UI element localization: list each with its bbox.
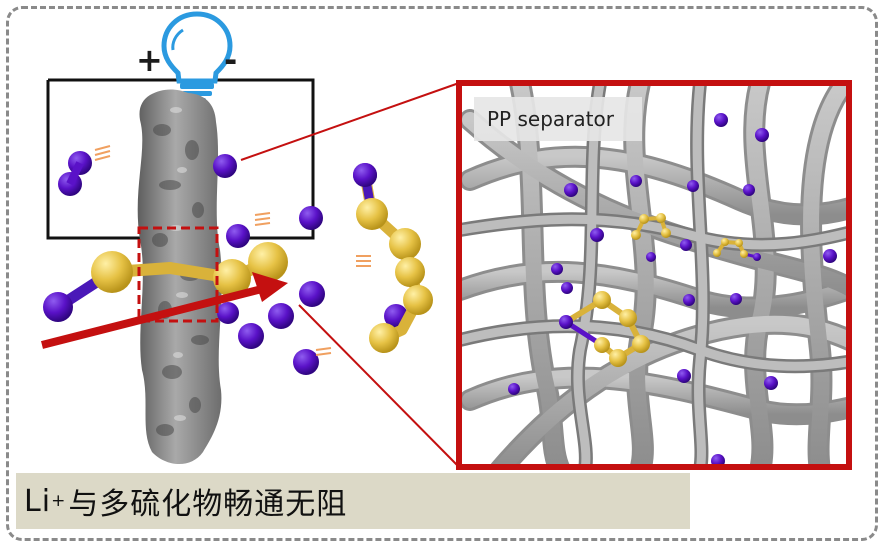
zoom-connector-top	[240, 82, 460, 161]
polysulfide-chain-right	[353, 163, 433, 353]
caption-text: 与多硫化物畅通无阻	[68, 487, 348, 522]
separator-inset	[456, 80, 852, 470]
caption-superscript: +	[51, 491, 67, 511]
motion-marks	[94, 145, 371, 356]
polysulfide-chain-left	[43, 242, 288, 322]
separator-label: PP separator	[474, 97, 642, 141]
caption-prefix: Li	[24, 483, 52, 519]
negative-terminal-label: -	[224, 41, 238, 79]
transport-arrow	[41, 272, 288, 349]
zoom-region	[137, 226, 219, 323]
dashed-frame	[6, 6, 878, 541]
positive-terminal-label: +	[136, 41, 163, 79]
zoom-connector-bottom	[298, 304, 460, 468]
circuit-wires	[46, 78, 315, 240]
caption-box: Li+与多硫化物畅通无阻	[16, 473, 690, 529]
